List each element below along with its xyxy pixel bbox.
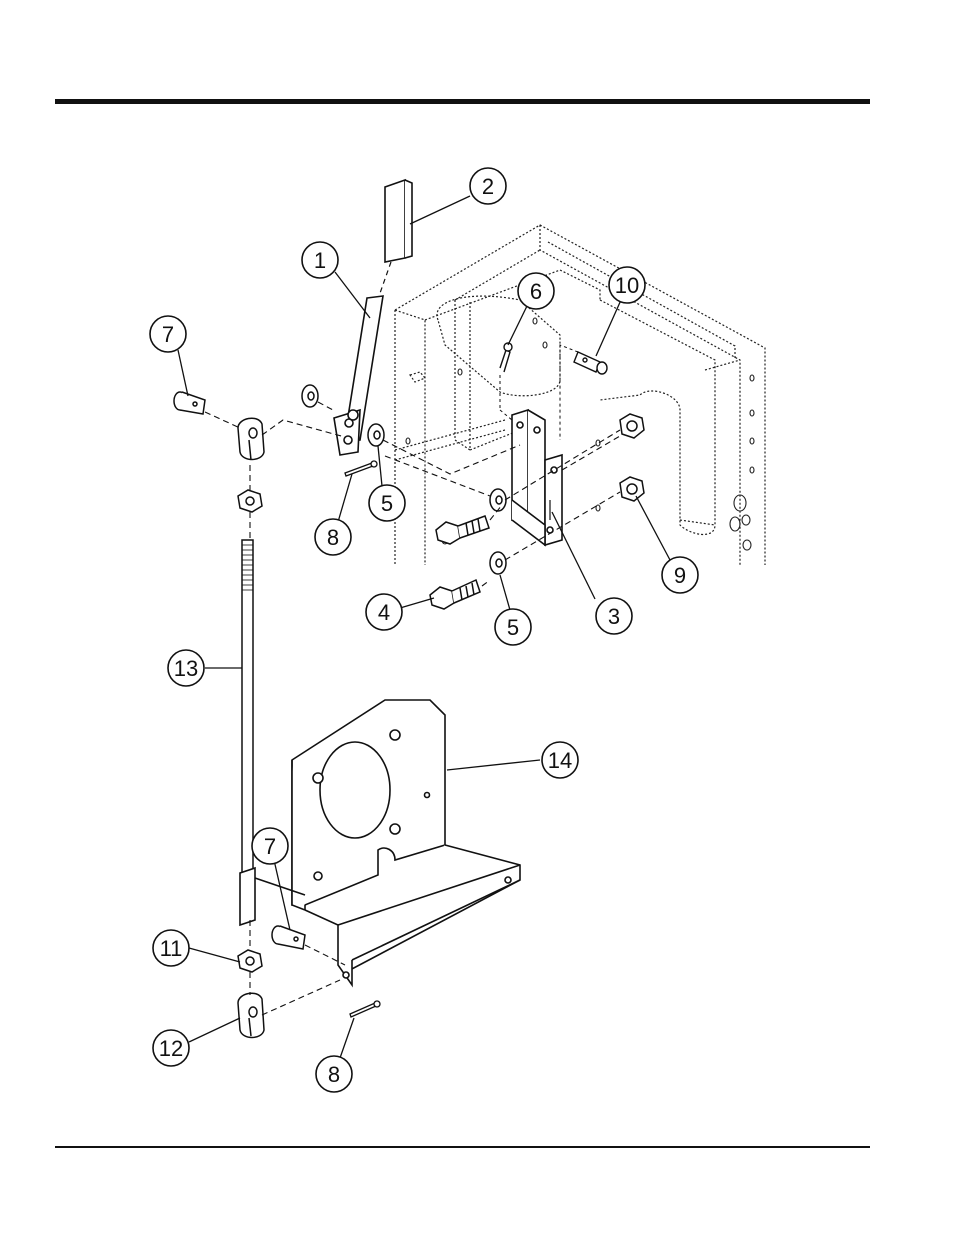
svg-text:7: 7 [264,834,276,859]
svg-text:13: 13 [174,656,198,681]
hex-bolt-lower [430,580,480,609]
svg-text:8: 8 [327,525,339,550]
svg-text:9: 9 [674,563,686,588]
callout-3: 3 [596,598,632,634]
callout-7-upper: 7 [150,316,186,352]
callout-1: 1 [302,242,338,278]
washer-lever [368,424,384,446]
washer-bracket [490,489,506,511]
washer-upper-left [302,385,318,407]
clevis-pin-upper [174,392,205,414]
callout-5-upper: 5 [369,485,405,521]
cotter-pin-top [500,343,512,372]
bottom-rule [55,1146,870,1148]
callout-4: 4 [366,594,402,630]
callout-5-lower: 5 [495,609,531,645]
yoke-upper [238,418,264,460]
frame-housing [395,225,765,565]
svg-text:8: 8 [328,1062,340,1087]
handle-grip [385,180,412,262]
threaded-rod [242,540,253,920]
grip-dash-line [379,262,391,296]
cotter-pin-lower [350,1001,380,1017]
hex-nut-upper [620,414,644,438]
svg-text:4: 4 [378,600,390,625]
svg-text:5: 5 [381,491,393,516]
svg-text:14: 14 [548,748,572,773]
callout-12: 12 [153,1030,189,1066]
lever-bracket [512,410,562,545]
hex-bolt-upper [436,516,489,544]
callout-10: 10 [609,267,645,303]
svg-text:6: 6 [530,279,542,304]
svg-text:3: 3 [608,604,620,629]
svg-text:1: 1 [314,248,326,273]
callout-2: 2 [470,168,506,204]
svg-text:12: 12 [159,1036,183,1061]
callouts: 1 2 3 4 5 5 6 7 [150,168,698,1092]
clevis-pin-top [574,352,607,374]
callout-8-lower: 8 [316,1056,352,1092]
callout-9: 9 [662,557,698,593]
cotter-pin-dash [500,375,512,420]
rod-nut-upper [238,490,262,512]
washer-lower [490,552,506,574]
svg-text:7: 7 [162,322,174,347]
callout-11: 11 [153,930,189,966]
svg-text:5: 5 [507,615,519,640]
clevis-pin-lower [272,926,305,949]
top-rule [55,99,870,104]
callout-7-lower: 7 [252,828,288,864]
callout-14: 14 [542,742,578,778]
cotter-pin-upper [345,461,377,476]
rod-nut-lower [238,950,262,972]
svg-text:10: 10 [615,273,639,298]
yoke-lower [238,993,264,1037]
hex-nut-lower [620,477,644,501]
svg-text:2: 2 [482,174,494,199]
callout-13: 13 [168,650,204,686]
callout-6: 6 [518,273,554,309]
callout-8-upper: 8 [315,519,351,555]
svg-text:11: 11 [160,936,183,961]
